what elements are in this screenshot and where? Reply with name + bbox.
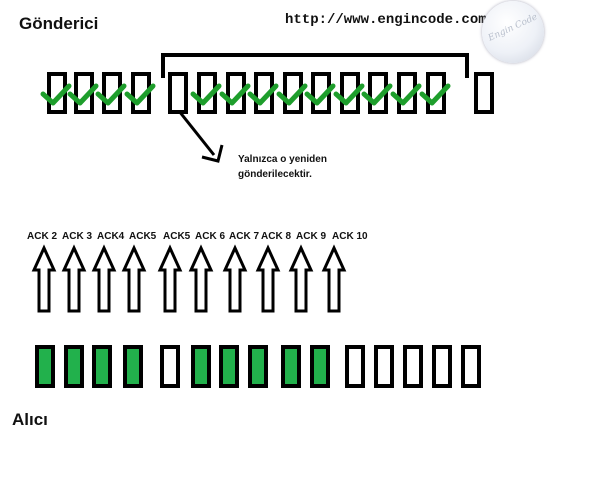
ack-arrow-icon	[31, 244, 57, 313]
sender-packet-row	[40, 72, 494, 114]
retransmit-arrow-head	[201, 144, 224, 163]
checkmark-icon	[304, 83, 336, 106]
checkmark-icon	[247, 83, 279, 106]
retransmit-note: Yalnızca o yeniden gönderilecektir.	[238, 152, 327, 182]
site-url: http://www.engincode.com	[285, 12, 487, 28]
receiver-packet-received	[281, 345, 301, 388]
ack-arrow-icon	[222, 244, 248, 313]
receiver-packet-received	[92, 345, 112, 388]
retransmit-arrow	[177, 110, 216, 156]
ack-arrow-icon	[255, 244, 281, 313]
receiver-packet-row	[35, 345, 481, 388]
checkmark-icon	[390, 83, 422, 106]
receiver-packet-received	[35, 345, 55, 388]
ack-arrow-icon	[121, 244, 147, 313]
receiver-packet-empty	[345, 345, 365, 388]
receiver-packet-received	[123, 345, 143, 388]
checkmark-icon	[219, 83, 251, 106]
receiver-packet-received	[310, 345, 330, 388]
ack-label: ACK 8	[261, 231, 292, 242]
receiver-packet-empty	[432, 345, 452, 388]
sender-window-bracket	[161, 53, 469, 78]
ack-arrow-row	[31, 244, 347, 313]
ack-arrow-icon	[61, 244, 87, 313]
note-line-2: gönderilecektir.	[238, 169, 312, 180]
ack-label: ACK 6	[195, 231, 226, 242]
ack-label: ACK 10	[332, 231, 368, 242]
sender-packet	[168, 72, 188, 114]
ack-label: ACK4	[97, 231, 125, 242]
receiver-title: Alıcı	[12, 410, 48, 429]
ack-arrow-icon	[91, 244, 117, 313]
ack-label: ACK 3	[62, 231, 93, 242]
checkmark-icon	[67, 83, 99, 106]
checkmark-icon	[276, 83, 308, 106]
sender-packet	[474, 72, 494, 114]
receiver-packet-empty	[374, 345, 394, 388]
checkmark-icon	[419, 83, 451, 106]
receiver-packet-received	[219, 345, 239, 388]
checkmark-icon	[190, 83, 222, 106]
ack-label: ACK 7	[229, 231, 260, 242]
receiver-packet-received	[191, 345, 211, 388]
ack-arrow-icon	[288, 244, 314, 313]
ack-label: ACK 2	[27, 231, 58, 242]
checkmark-icon	[124, 83, 156, 106]
engincode-logo: Engin Code	[482, 1, 544, 63]
receiver-packet-received	[64, 345, 84, 388]
checkmark-icon	[40, 83, 72, 106]
ack-label: ACK 9	[296, 231, 327, 242]
ack-label: ACK5	[129, 231, 157, 242]
receiver-packet-received	[248, 345, 268, 388]
checkmark-icon	[95, 83, 127, 106]
checkmark-icon	[361, 83, 393, 106]
receiver-packet-empty	[403, 345, 423, 388]
receiver-packet-empty	[461, 345, 481, 388]
ack-arrow-icon	[321, 244, 347, 313]
ack-arrow-icon	[157, 244, 183, 313]
note-line-1: Yalnızca o yeniden	[238, 154, 327, 165]
checkmark-icon	[333, 83, 365, 106]
sender-title: Gönderici	[19, 14, 99, 33]
ack-label: ACK5	[163, 231, 191, 242]
receiver-packet-empty	[160, 345, 180, 388]
ack-arrow-icon	[188, 244, 214, 313]
